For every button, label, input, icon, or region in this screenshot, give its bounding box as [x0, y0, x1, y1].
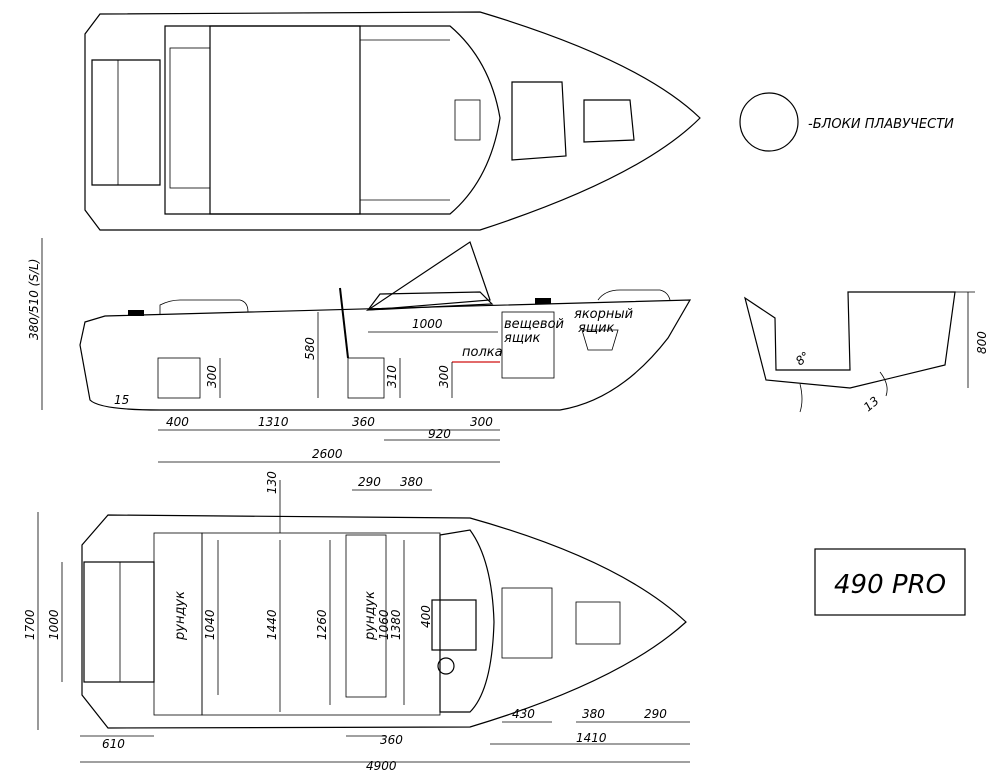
legend: -БЛОКИ ПЛАВУЧЕСТИ	[739, 92, 954, 152]
section-view: 800 8° 13	[744, 291, 989, 415]
dim-380-bottom: 380	[582, 707, 605, 721]
bow-storage	[501, 587, 553, 659]
angle-13: 13	[861, 394, 882, 415]
dim-1700: 1700	[23, 609, 37, 640]
locker-2	[345, 534, 387, 698]
dim-290-bottom: 290	[644, 707, 667, 721]
shelf-label: полка	[462, 345, 503, 360]
windshield	[365, 241, 491, 311]
dim-400-console: 400	[419, 605, 433, 628]
cleat-bow-icon	[535, 298, 551, 304]
top-hatch-1	[511, 81, 567, 161]
top-stern-bench	[91, 59, 161, 186]
side-float-1	[157, 357, 201, 399]
dim-580: 580	[303, 337, 317, 360]
dim-1000-width: 1000	[47, 609, 61, 640]
locker-1-label: рундук	[173, 591, 188, 641]
dim-310: 310	[385, 365, 399, 388]
anchor-label-1: якорный	[574, 307, 633, 322]
legend-text: -БЛОКИ ПЛАВУЧЕСТИ	[808, 117, 954, 132]
dim-360-bottom: 360	[380, 733, 403, 747]
dim-360: 360	[352, 415, 375, 429]
console-green	[439, 529, 495, 713]
dim-1310: 1310	[258, 415, 289, 429]
bow-hatch	[575, 601, 621, 645]
model-box: 490 PRO	[814, 548, 966, 616]
dim-1260: 1260	[315, 609, 329, 640]
dim-290-top: 290	[358, 475, 381, 489]
dim-920: 920	[428, 427, 451, 441]
cabinet-label-1: вещевой	[504, 317, 564, 332]
dim-300b: 300	[437, 365, 451, 388]
anchor-label-2: ящик	[578, 321, 615, 336]
side-hull	[79, 299, 692, 411]
top-hull-outline	[84, 11, 701, 231]
dim-1000: 1000	[412, 317, 443, 331]
anchor-locker	[581, 329, 619, 351]
dim-130: 130	[265, 471, 279, 494]
dim-610: 610	[102, 737, 125, 751]
dim-1040: 1040	[203, 609, 217, 640]
dim-300c: 300	[470, 415, 493, 429]
top-side-seat	[169, 47, 211, 189]
antenna	[339, 287, 349, 359]
bottom-stern-bench	[83, 561, 155, 683]
angle-8: 8°	[793, 349, 812, 368]
side-float-2	[347, 357, 385, 399]
dim-4900: 4900	[366, 759, 397, 773]
top-hatch-2	[583, 99, 635, 143]
steering-wheel-icon	[437, 657, 455, 675]
top-console	[454, 99, 481, 141]
dim-1440: 1440	[265, 609, 279, 640]
top-view	[84, 11, 701, 231]
height-label: 380/510 (S/L)	[27, 259, 41, 340]
locker-2-label: рундук	[363, 591, 378, 641]
top-seat-area	[209, 25, 361, 215]
section-profile	[744, 291, 956, 389]
side-cabinet	[501, 311, 555, 379]
dim-430: 430	[512, 707, 535, 721]
bottom-hull	[81, 514, 687, 729]
side-view: вещевой ящик якорный ящик полка 15 1000 …	[27, 238, 692, 463]
console-top	[366, 291, 494, 311]
cleat-stern-icon	[128, 310, 144, 316]
console-box	[431, 599, 477, 651]
dim-1060: 1060	[377, 609, 391, 640]
dim-1410: 1410	[576, 731, 607, 745]
dim-300a: 300	[205, 365, 219, 388]
dim-800: 800	[975, 331, 989, 354]
dim-2600: 2600	[312, 447, 343, 461]
angle-15: 15	[114, 393, 129, 407]
top-cockpit	[164, 25, 501, 215]
dim-380-top: 380	[400, 475, 423, 489]
dim-400: 400	[166, 415, 189, 429]
bottom-view: рундук рундук 130 290 380 1700 1000 1040…	[23, 471, 690, 773]
dim-1380: 1380	[389, 609, 403, 640]
model-name: 490 PRO	[834, 570, 946, 600]
legend-hatch-icon	[739, 92, 799, 152]
cabinet-label-2: ящик	[504, 331, 541, 346]
